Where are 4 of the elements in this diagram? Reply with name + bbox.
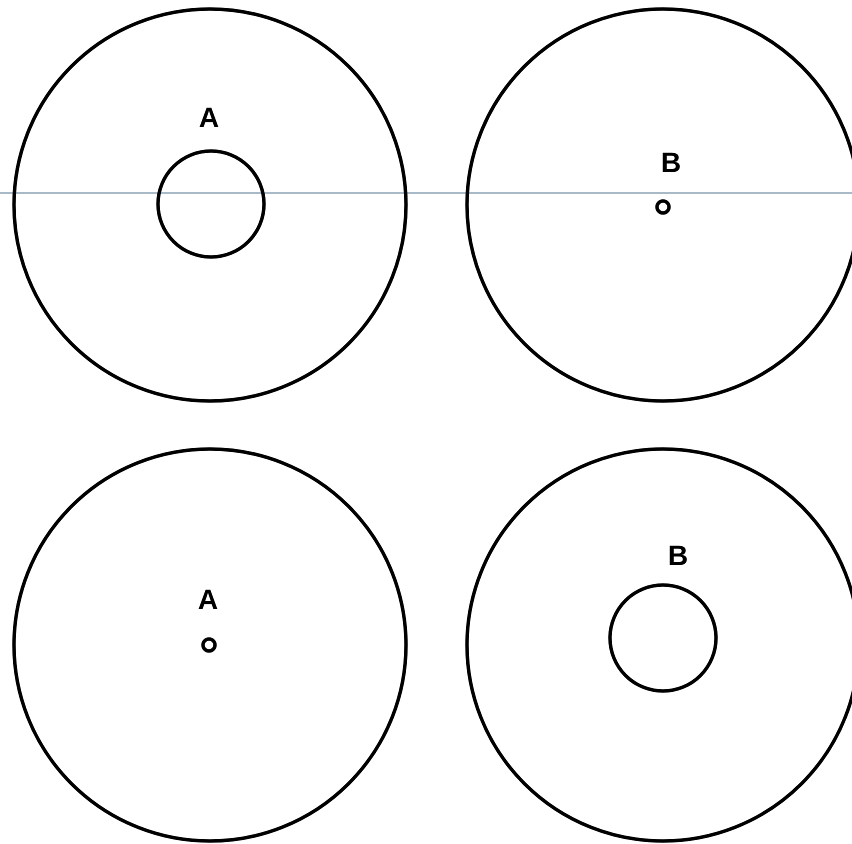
point-label: B	[660, 149, 682, 177]
point-label: A	[198, 104, 220, 132]
point-label: A	[198, 586, 218, 614]
point-label: B	[668, 542, 688, 570]
